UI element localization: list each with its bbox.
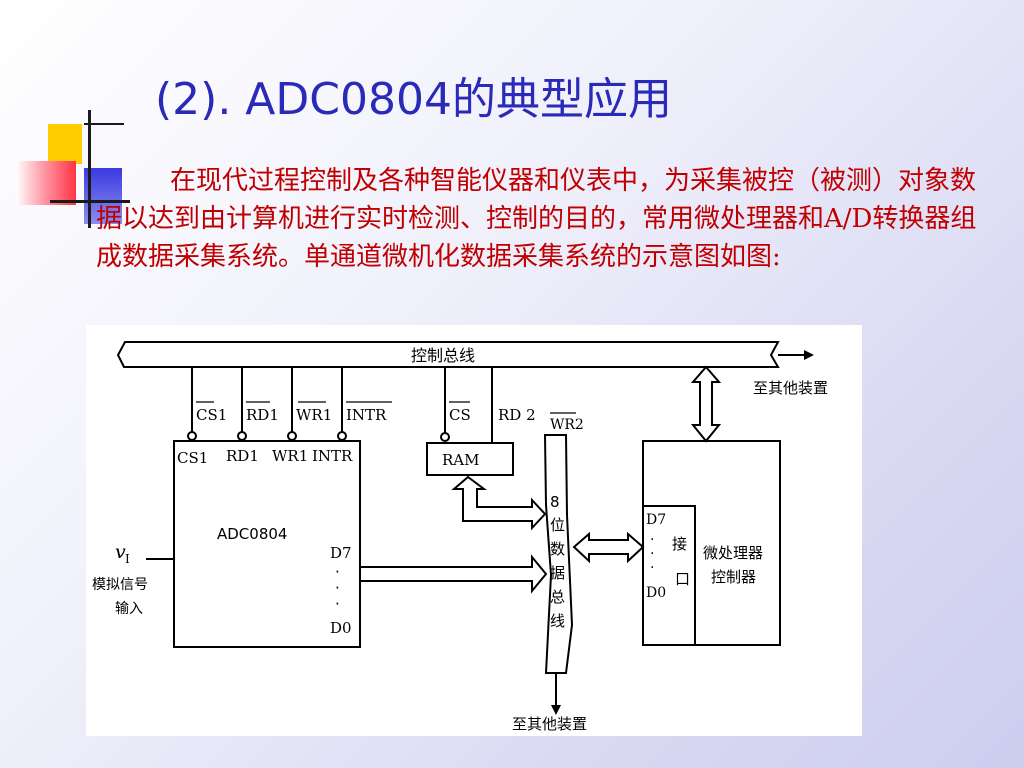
adc-dot-1: ·: [335, 563, 340, 581]
decor-top-line: [84, 123, 124, 125]
adc-pin-cs1: [187, 431, 197, 441]
data-bus-arrowhead: [551, 705, 561, 715]
interface-data-low: D0: [646, 585, 666, 601]
microprocessor-label: 微处理器: [703, 544, 763, 562]
adc-pin-label-rd1: RD1: [226, 447, 259, 465]
ram-label: RAM: [442, 451, 480, 469]
data-bus-char-4: 据: [550, 564, 565, 582]
adc-data-low: D0: [330, 619, 352, 637]
ram-signal-cs: CS: [449, 406, 471, 424]
ram-signal-wr2: WR2: [550, 417, 584, 433]
adc-dot-3: ·: [335, 595, 340, 613]
data-bus-char-2: 位: [550, 516, 565, 534]
decor-yellow-square: [48, 124, 82, 164]
ram-pin-cs: [440, 432, 450, 442]
microprocessor-box: [642, 440, 781, 646]
data-acquisition-diagram: 控制总线 至其他装置 至其他装置 CS1 RD1 WR1 INTR CS1 RD…: [86, 325, 862, 736]
interface-dot-3: ·: [650, 560, 654, 576]
adc-pin-label-wr1: WR1: [272, 447, 308, 465]
ram-data-bus-arrow: [451, 475, 547, 531]
adc-signal-cs1: CS1: [196, 406, 227, 424]
control-bus-shape: [116, 341, 780, 368]
adc-pin-label-intr: INTR: [312, 447, 353, 465]
control-bus-label: 控制总线: [411, 346, 475, 365]
input-symbol: v: [115, 541, 126, 563]
data-bus-shape: [543, 434, 574, 674]
control-bus-arrowhead: [804, 350, 814, 360]
interface-dot-1: ·: [650, 532, 654, 548]
to-other-devices-top: 至其他装置: [753, 379, 828, 397]
input-subscript: I: [125, 552, 130, 566]
adc-data-bus-arrow: [360, 554, 548, 594]
interface-data-high: D7: [646, 512, 666, 528]
data-bus-char-1: 8: [550, 493, 560, 511]
decor-red-gradient: [16, 161, 76, 205]
ram-box: [426, 442, 514, 476]
adc-signal-wr1: WR1: [296, 406, 332, 424]
data-bus-char-3: 数: [550, 540, 565, 558]
interface-label-2: 口: [675, 570, 690, 588]
analog-input-label: 模拟信号: [92, 577, 148, 593]
bus-cpu-double-arrow: [690, 365, 722, 443]
adc-chip-name: ADC0804: [217, 525, 287, 543]
adc-signal-intr: INTR: [346, 406, 387, 424]
interface-box: [642, 505, 696, 646]
adc-pin-intr: [337, 431, 347, 441]
data-bus-char-6: 线: [550, 612, 565, 630]
interface-label-1: 接: [672, 535, 687, 553]
adc-pin-label-cs1: CS1: [177, 449, 208, 467]
analog-input-label-2: 输入: [115, 601, 143, 617]
decor-horizontal-line: [50, 200, 130, 203]
interface-dot-2: ·: [650, 546, 654, 562]
ram-signal-rd2: RD 2: [498, 406, 536, 424]
data-bus-char-5: 总: [550, 588, 565, 606]
body-paragraph: 在现代过程控制及各种智能仪器和仪表中，为采集被控（被测）对象数据以达到由计算机进…: [96, 166, 977, 272]
bus-interface-double-arrow: [572, 531, 645, 564]
adc-signal-rd1: RD1: [246, 406, 279, 424]
adc-pin-wr1: [287, 431, 297, 441]
decor-vertical-line: [88, 110, 91, 228]
adc0804-box: [173, 440, 361, 648]
adc-data-high: D7: [330, 544, 352, 562]
diagram-svg: 控制总线 至其他装置 至其他装置 CS1 RD1 WR1 INTR CS1 RD…: [92, 341, 828, 733]
controller-label: 控制器: [711, 568, 756, 586]
slide-title: (2). ADC0804的典型应用: [155, 74, 672, 125]
to-other-devices-bottom: 至其他装置: [512, 715, 587, 733]
adc-pin-rd1: [237, 431, 247, 441]
adc-dot-2: ·: [335, 579, 340, 597]
